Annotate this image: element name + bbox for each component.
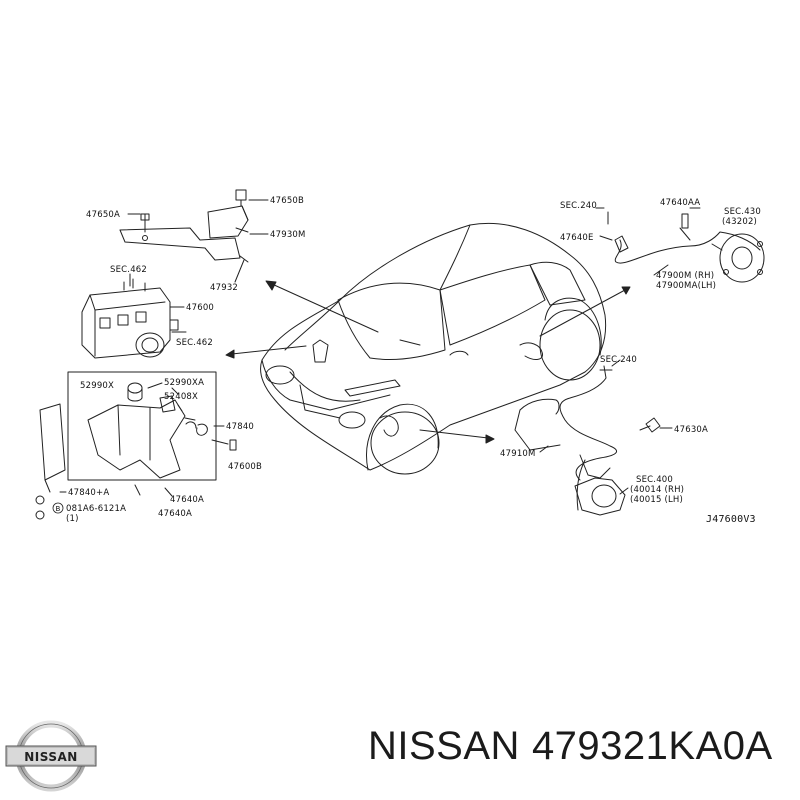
label-47640A-bottom: 47640A xyxy=(158,509,192,519)
abs-actuator xyxy=(81,278,179,359)
label-52990XA: 52990XA xyxy=(164,378,204,388)
car-outline xyxy=(260,222,607,475)
label-52408X: 52408X xyxy=(164,392,198,402)
label-47650A: 47650A xyxy=(86,210,120,220)
label-sec-240-a: SEC.240 xyxy=(560,201,597,211)
label-40015: (40015 (LH) xyxy=(630,495,683,505)
label-47600: 47600 xyxy=(186,303,214,313)
label-sec-400: SEC.400 xyxy=(636,475,673,485)
label-47640E: 47640E xyxy=(560,233,594,243)
label-47640AA: 47640AA xyxy=(660,198,700,208)
label-47932: 47932 xyxy=(210,283,238,293)
label-47840-A: 47840+A xyxy=(68,488,109,498)
label-40014: (40014 (RH) xyxy=(630,485,684,495)
label-47900M: 47900M (RH) xyxy=(656,271,714,281)
label-47630A: 47630A xyxy=(674,425,708,435)
label-sec-462-a: SEC.462 xyxy=(110,265,147,275)
callout-labels: 47650A 47650B 47930M 47932 SEC.462 47600… xyxy=(52,196,761,525)
abs-bracket xyxy=(35,382,237,520)
label-52990X: 52990X xyxy=(80,381,114,391)
label-bolt-qty: (1) xyxy=(66,514,79,524)
svg-text:NISSAN: NISSAN xyxy=(24,750,78,764)
part-number: 479321KA0A xyxy=(531,724,773,768)
brand-name: NISSAN xyxy=(368,724,520,768)
label-47840: 47840 xyxy=(226,422,254,432)
label-081A6-6121A: 081A6-6121A xyxy=(66,504,126,514)
rear-harness xyxy=(514,365,661,516)
label-sec-462-b: SEC.462 xyxy=(176,338,213,348)
bracket-47932 xyxy=(119,189,249,263)
label-sec-240-b: SEC.240 xyxy=(600,355,637,365)
label-sec-430: SEC.430 xyxy=(724,207,761,217)
label-47600B: 47600B xyxy=(228,462,262,472)
leader-lines xyxy=(59,199,701,495)
nissan-logo: NISSAN xyxy=(5,720,97,792)
parts-diagram: 47650A 47650B 47930M 47932 SEC.462 47600… xyxy=(35,189,765,525)
label-47650B: 47650B xyxy=(270,196,304,206)
label-47640A-left: 47640A xyxy=(170,495,204,505)
label-47900MA: 47900MA(LH) xyxy=(656,281,716,291)
diagram-code: J47600V3 xyxy=(706,514,756,525)
label-47910M: 47910M xyxy=(500,449,536,459)
front-harness xyxy=(607,211,765,283)
label-43202: (43202) xyxy=(722,217,757,227)
label-47930M: 47930M xyxy=(270,230,306,240)
svg-text:B: B xyxy=(56,505,61,513)
pointer-arrows xyxy=(225,280,631,444)
